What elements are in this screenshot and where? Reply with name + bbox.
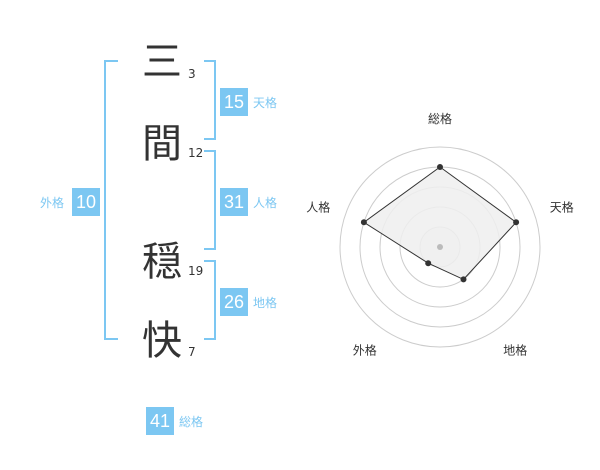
radar-point-3 — [460, 276, 467, 283]
chikaku-value: 26 — [220, 288, 248, 316]
radar-axis-label-4: 外格 — [353, 343, 377, 358]
soukaku-value: 41 — [146, 407, 174, 435]
name-char-3: 穏 — [142, 239, 182, 285]
stroke-count-1: 3 — [188, 67, 196, 81]
name-char-1: 三 — [142, 39, 182, 85]
gaikaku-value: 10 — [72, 188, 100, 216]
stroke-count-3: 19 — [188, 264, 204, 278]
radar-data-area — [363, 166, 517, 281]
radar-point-1 — [437, 164, 443, 170]
tenkaku-value: 15 — [220, 88, 248, 116]
radar-axis-label-5: 人格 — [306, 199, 330, 214]
name-char-4: 快 — [142, 318, 182, 364]
tenkaku-label: 天格 — [253, 96, 278, 110]
gaikaku-label: 外格 — [40, 196, 65, 210]
radar-point-2 — [513, 219, 520, 226]
tenkaku-bracket — [204, 60, 216, 140]
radar-point-5 — [360, 219, 367, 226]
radar-center-dot — [437, 244, 443, 250]
soukaku-label: 総格 — [179, 415, 204, 429]
jinkaku-label: 人格 — [253, 196, 278, 210]
chikaku-label: 地格 — [253, 296, 278, 310]
stroke-count-2: 12 — [188, 146, 204, 160]
stroke-count-4: 7 — [188, 345, 196, 359]
jinkaku-bracket — [204, 150, 216, 250]
radar-axis-label-3: 地格 — [503, 343, 527, 358]
radar-axis-label-1: 総格 — [428, 111, 452, 126]
jinkaku-value: 31 — [220, 188, 248, 216]
name-char-2: 間 — [142, 121, 182, 167]
chikaku-bracket — [204, 260, 216, 340]
radar-axis-label-2: 天格 — [550, 199, 574, 214]
radar-point-4 — [425, 260, 432, 267]
gaikaku-bracket — [104, 60, 118, 340]
